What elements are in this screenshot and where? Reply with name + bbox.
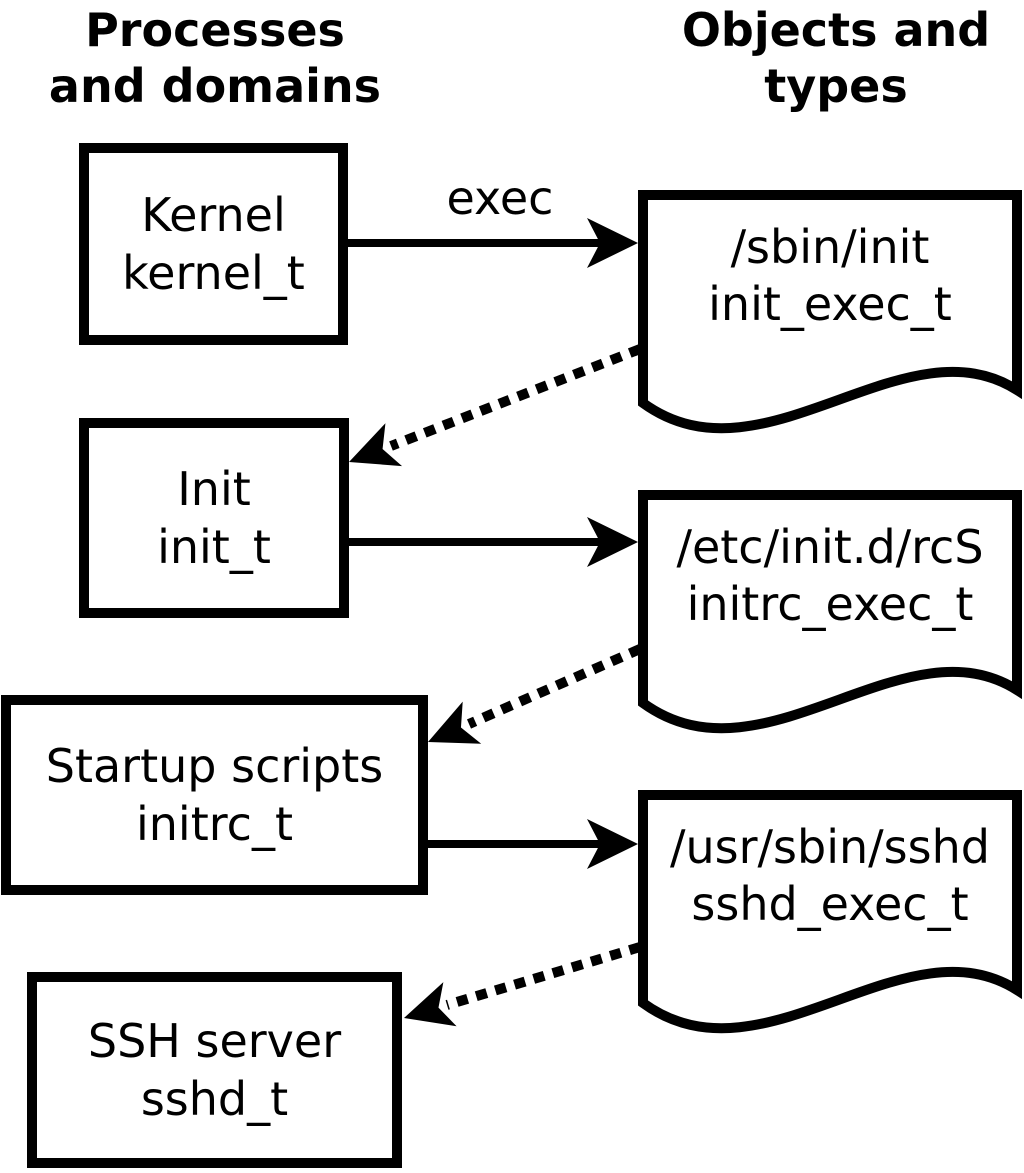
arrowhead-icon xyxy=(349,423,403,467)
object-doc-usr-sbin-sshd: /usr/sbin/sshd sshd_exec_t xyxy=(638,790,1022,1042)
dotted-sshd-to-sshserver xyxy=(445,942,642,1010)
document-shape xyxy=(638,490,1022,734)
arrowhead-icon xyxy=(587,517,638,567)
process-name: Init xyxy=(177,462,251,516)
process-name: Startup scripts xyxy=(45,739,384,793)
object-label: /usr/sbin/sshd sshd_exec_t xyxy=(638,790,1022,962)
right-column-header: Objects and types xyxy=(640,2,1024,114)
object-path: /usr/sbin/sshd xyxy=(670,820,990,874)
arrowhead-icon xyxy=(428,701,482,744)
left-column-header: Processes and domains xyxy=(18,2,412,114)
right-header-line-1: Objects and xyxy=(681,3,991,57)
object-doc-etc-init-rcS: /etc/init.d/rcS initrc_exec_t xyxy=(638,490,1022,742)
object-type: init_exec_t xyxy=(708,277,952,331)
arrowhead-icon xyxy=(587,218,638,268)
object-type: sshd_exec_t xyxy=(691,877,969,931)
right-header-line-2: types xyxy=(764,59,908,113)
process-box-startup-scripts: Startup scripts initrc_t xyxy=(1,695,428,895)
left-header-line-2: and domains xyxy=(48,59,382,113)
process-box-kernel: Kernel kernel_t xyxy=(79,143,348,345)
left-header-line-1: Processes xyxy=(85,3,345,57)
process-name: SSH server xyxy=(87,1014,342,1068)
dotted-arrow-lines xyxy=(389,344,643,1010)
object-path: /etc/init.d/rcS xyxy=(676,520,984,574)
object-label: /etc/init.d/rcS initrc_exec_t xyxy=(638,490,1022,662)
object-label: /sbin/init init_exec_t xyxy=(638,190,1022,362)
process-domain: init_t xyxy=(157,520,271,574)
process-domain: sshd_t xyxy=(140,1072,289,1126)
process-domain: initrc_t xyxy=(136,797,293,851)
arrowhead-icon xyxy=(587,819,638,869)
object-type: initrc_exec_t xyxy=(686,577,974,631)
dotted-rcS-to-startup xyxy=(466,644,643,729)
solid-arrow-heads xyxy=(587,218,638,869)
process-box-init: Init init_t xyxy=(79,418,349,618)
object-path: /sbin/init xyxy=(730,220,930,274)
exec-arrow-label: exec xyxy=(446,171,554,225)
process-name: Kernel xyxy=(141,188,286,242)
process-box-ssh-server: SSH server sshd_t xyxy=(27,972,402,1168)
document-shape xyxy=(638,790,1022,1034)
document-shape xyxy=(638,190,1022,434)
arrowhead-icon xyxy=(404,982,457,1027)
dotted-sbin-init-to-init xyxy=(389,344,642,451)
process-domain: kernel_t xyxy=(122,246,305,300)
object-doc-sbin-init: /sbin/init init_exec_t xyxy=(638,190,1022,442)
